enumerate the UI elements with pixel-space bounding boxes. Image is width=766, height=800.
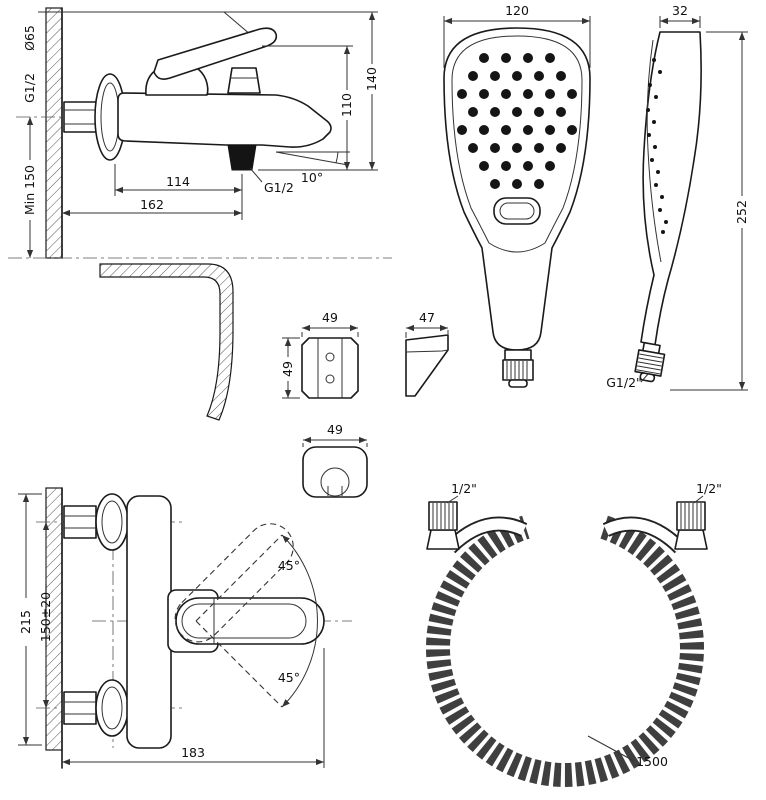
shower-hose: 1/2" 1/2" 1500 [426, 481, 722, 787]
shower-face-inner [451, 35, 583, 253]
outlet-leader [249, 167, 263, 183]
handshower-side-view: 32 G1/2" 252 [606, 3, 749, 391]
holder-side-edge [405, 349, 449, 353]
lever-rotated-ghost [174, 523, 294, 643]
dim-holder-depth: 47 [419, 310, 435, 325]
dim-outlet-thread: G1/2 [264, 180, 294, 195]
knurl-lines [506, 361, 528, 379]
handle-lever [153, 27, 278, 80]
mode-button-inner [499, 202, 535, 220]
dim-flange-dia: Ø65 [22, 25, 37, 51]
wall-nut-lines [64, 109, 96, 125]
ext-47 [405, 330, 449, 338]
dim-front-height: 215 [18, 610, 33, 634]
dim-wall-thread: G1/2 [22, 73, 37, 103]
holder-front-view: 49 49 [280, 310, 359, 399]
dim-height-spout: 110 [339, 93, 354, 117]
hose-nut-right [676, 501, 706, 531]
hose-nut-right-knurl [680, 503, 702, 529]
dim-hose-conn-left: 1/2" [451, 481, 477, 496]
dim-shower-height: 252 [734, 200, 749, 224]
hose-nut-left-knurl [432, 503, 454, 529]
ext-49w [301, 332, 359, 337]
swing-arc [281, 534, 318, 708]
inlet-nut-bottom-lines [64, 701, 96, 715]
mixer-body-slab [126, 495, 172, 749]
dim-spout-angle: 10° [301, 170, 323, 185]
holder-cup-hole [320, 467, 350, 497]
handshower-front-view: 120 [443, 3, 591, 388]
lever-top-view [175, 597, 325, 645]
inlet-flange-bottom [95, 679, 129, 737]
wall-hatch [45, 7, 63, 259]
screw-hole-bottom [325, 374, 335, 384]
dim-front-width: 183 [181, 745, 205, 760]
dim-hose-length: 1500 [636, 754, 668, 769]
cover-profile [99, 263, 234, 421]
wall-nut [63, 101, 97, 133]
shower-side-connector [634, 341, 666, 383]
shower-side-outline [640, 31, 702, 346]
holder-side-body [405, 334, 449, 397]
dim-swing-up: 45° [278, 558, 300, 573]
nozzle-dots [457, 53, 577, 189]
faucet-body [117, 92, 332, 148]
shower-thread-tip [508, 379, 528, 388]
diverter-knob [227, 67, 261, 94]
dim-swing-down: 45° [278, 670, 300, 685]
dim-min-height: Min 150 [22, 165, 37, 215]
hose-coil [426, 515, 704, 787]
dim-proj-total: 162 [140, 197, 164, 212]
hose-cone-left [426, 529, 460, 550]
ext-215 [18, 493, 42, 746]
inlet-nut-bottom [63, 691, 97, 725]
dim-holder-bottom-width: 49 [327, 422, 343, 437]
dim-inlet-spacing: 150±20 [38, 592, 53, 642]
hose-nut-left [428, 501, 458, 531]
dim-holder-width: 49 [322, 310, 338, 325]
inlet-flange-top-inner [101, 500, 123, 544]
inlet-nut-top [63, 505, 97, 539]
leader-1500 [587, 735, 635, 762]
inlet-flange-bottom-inner [101, 686, 123, 730]
hose-end-right-inner [603, 518, 684, 552]
mixer-side-view: 10° G1/2 Ø65 G1/2 Min 150 140 110 114 16… [8, 7, 392, 259]
shower-outlet [227, 144, 257, 171]
inlet-flange-top [95, 493, 129, 551]
leader-right [693, 495, 704, 504]
holder-side-view: 47 [405, 310, 449, 397]
side-nozzle-dots [646, 58, 668, 234]
holder-front-body [301, 337, 359, 399]
holder-cup-slot [327, 486, 343, 496]
mode-button [493, 197, 541, 225]
holder-cup-body [302, 446, 368, 498]
dim-height-total: 140 [364, 67, 379, 91]
thread-leader [640, 372, 650, 383]
leader-left [446, 495, 459, 504]
angle-arc [335, 151, 339, 164]
ext-49b [302, 443, 368, 447]
dim-holder-height: 49 [280, 361, 295, 377]
ext-120 [443, 16, 591, 68]
swing-radii [195, 534, 283, 708]
dim-proj-outlet: 114 [166, 174, 190, 189]
holder-bottom-view: 49 [302, 422, 368, 498]
side-knurl-lines [636, 353, 663, 375]
shower-neck [504, 349, 532, 361]
wall-profile-section [99, 263, 234, 421]
hose-cone-right [674, 529, 708, 550]
holder-front-strip [317, 338, 343, 398]
dim-shower-depth: 32 [672, 3, 688, 18]
dim-hose-conn-right: 1/2" [696, 481, 722, 496]
dim-shower-thread: G1/2" [606, 375, 642, 390]
lever-inner-line [181, 603, 307, 639]
inlet-nut-top-lines [64, 515, 96, 529]
mixer-front-view: 45° 45° 215 150±20 183 [18, 487, 352, 769]
screw-hole-top [325, 352, 335, 362]
shower-side-face-line [646, 39, 662, 263]
angle-lines [275, 151, 350, 166]
dim-shower-width: 120 [505, 3, 529, 18]
